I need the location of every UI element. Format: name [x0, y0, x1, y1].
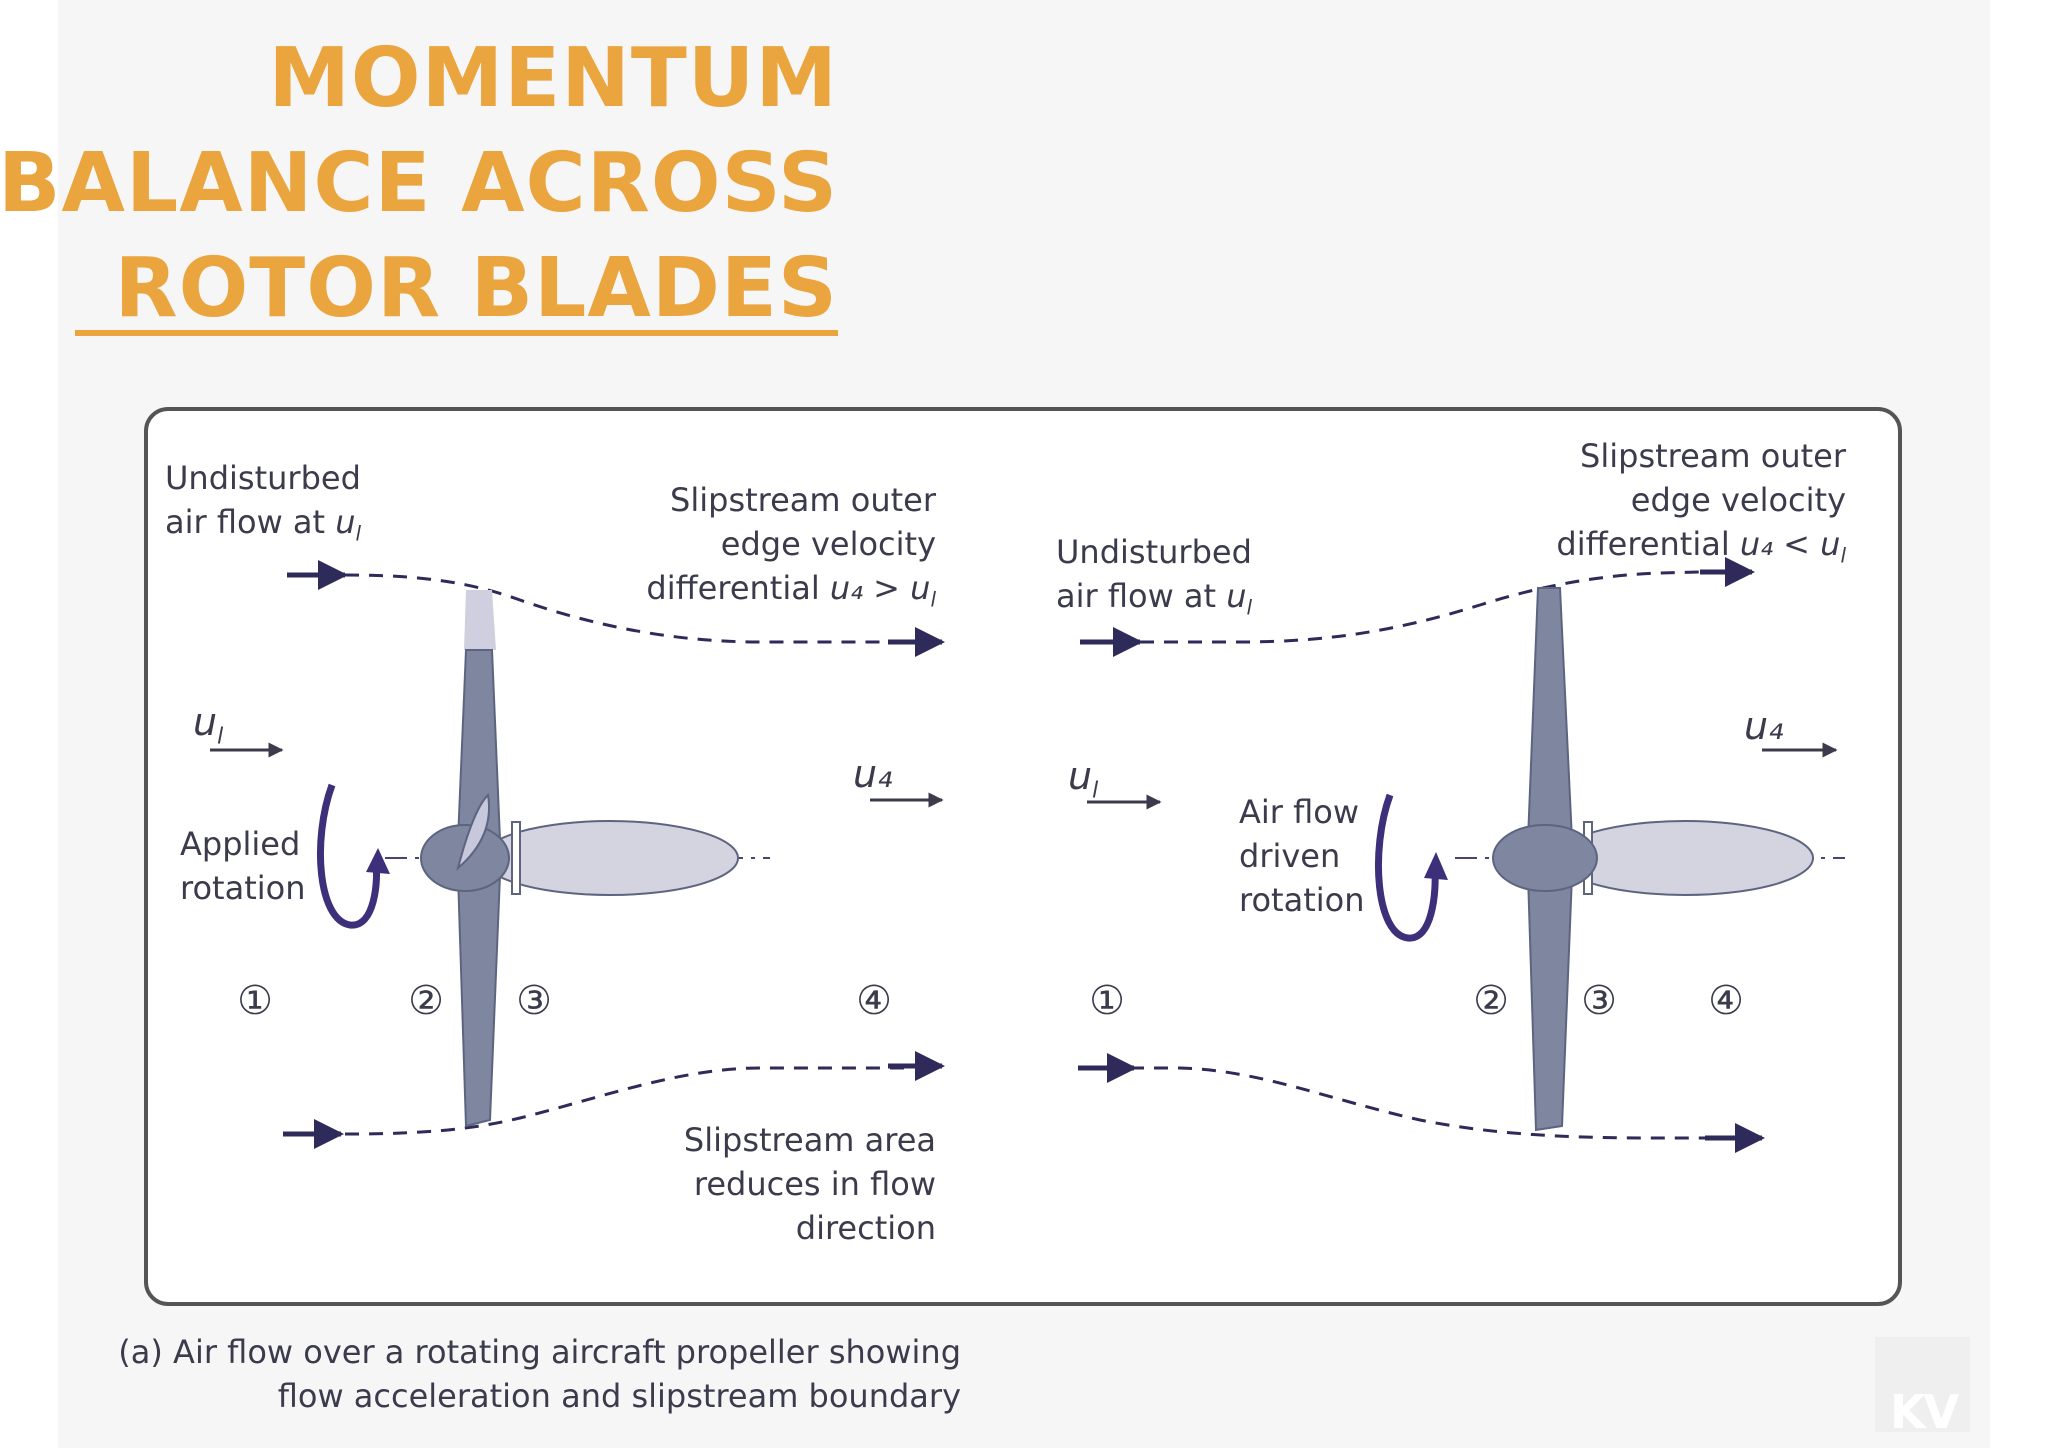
right-slipstream-outer-label: Slipstream outer edge velocity different…: [1556, 437, 1846, 568]
right-velocity-out-label: u₄: [1744, 704, 1784, 748]
left-undisturbed-label: Undisturbed air flow at ul: [165, 459, 362, 546]
title-line-3: ROTOR BLADES: [114, 241, 838, 336]
right-velocity-in-label: ul: [1068, 754, 1099, 804]
right-station-3: ③: [1581, 978, 1617, 1024]
left-rotation-label: Applied rotation: [180, 825, 306, 907]
left-streamline-bottom: [344, 1066, 905, 1136]
left-station-2: ②: [408, 978, 444, 1024]
left-velocity-in-label: ul: [193, 700, 224, 750]
right-rotation-arrowhead: [1424, 852, 1448, 880]
left-velocity-out-label: u₄: [853, 752, 893, 796]
right-rotation-label: Air flow driven rotation: [1239, 793, 1365, 919]
left-rotation-arrow: [317, 783, 380, 929]
right-station-2: ②: [1473, 978, 1509, 1024]
right-station-1: ①: [1089, 978, 1125, 1024]
logo-badge: [1875, 1337, 1970, 1432]
left-blade-ghost: [464, 590, 496, 650]
left-station-4: ④: [856, 978, 892, 1024]
title-line-1: MOMENTUM: [268, 31, 838, 126]
right-rotation-arrow: [1375, 793, 1439, 942]
left-hub-fin: [456, 792, 491, 871]
figure-caption: (a) Air flow over a rotating aircraft pr…: [118, 1333, 961, 1415]
right-streamline-top: [1140, 570, 1701, 644]
left-station-1: ①: [237, 978, 273, 1024]
left-nacelle-ring: [511, 821, 521, 895]
left-station-3: ③: [516, 978, 552, 1024]
title-underline: [75, 330, 838, 336]
right-streamline-bottom: [1130, 1066, 1705, 1140]
right-undisturbed-label: Undisturbed air flow at ul: [1056, 533, 1253, 620]
left-rotation-arrowhead: [366, 848, 390, 874]
logo: KV: [1890, 1385, 1959, 1439]
right-hub: [1492, 824, 1598, 892]
diagram-frame: [144, 407, 1902, 1306]
title-line-2: BALANCE ACROSS: [0, 136, 838, 231]
left-slipstream-area-label: Slipstream area reduces in flow directio…: [683, 1121, 936, 1247]
left-streamline-top: [344, 573, 905, 644]
left-slipstream-outer-label: Slipstream outer edge velocity different…: [646, 481, 936, 612]
right-station-4: ④: [1708, 978, 1744, 1024]
